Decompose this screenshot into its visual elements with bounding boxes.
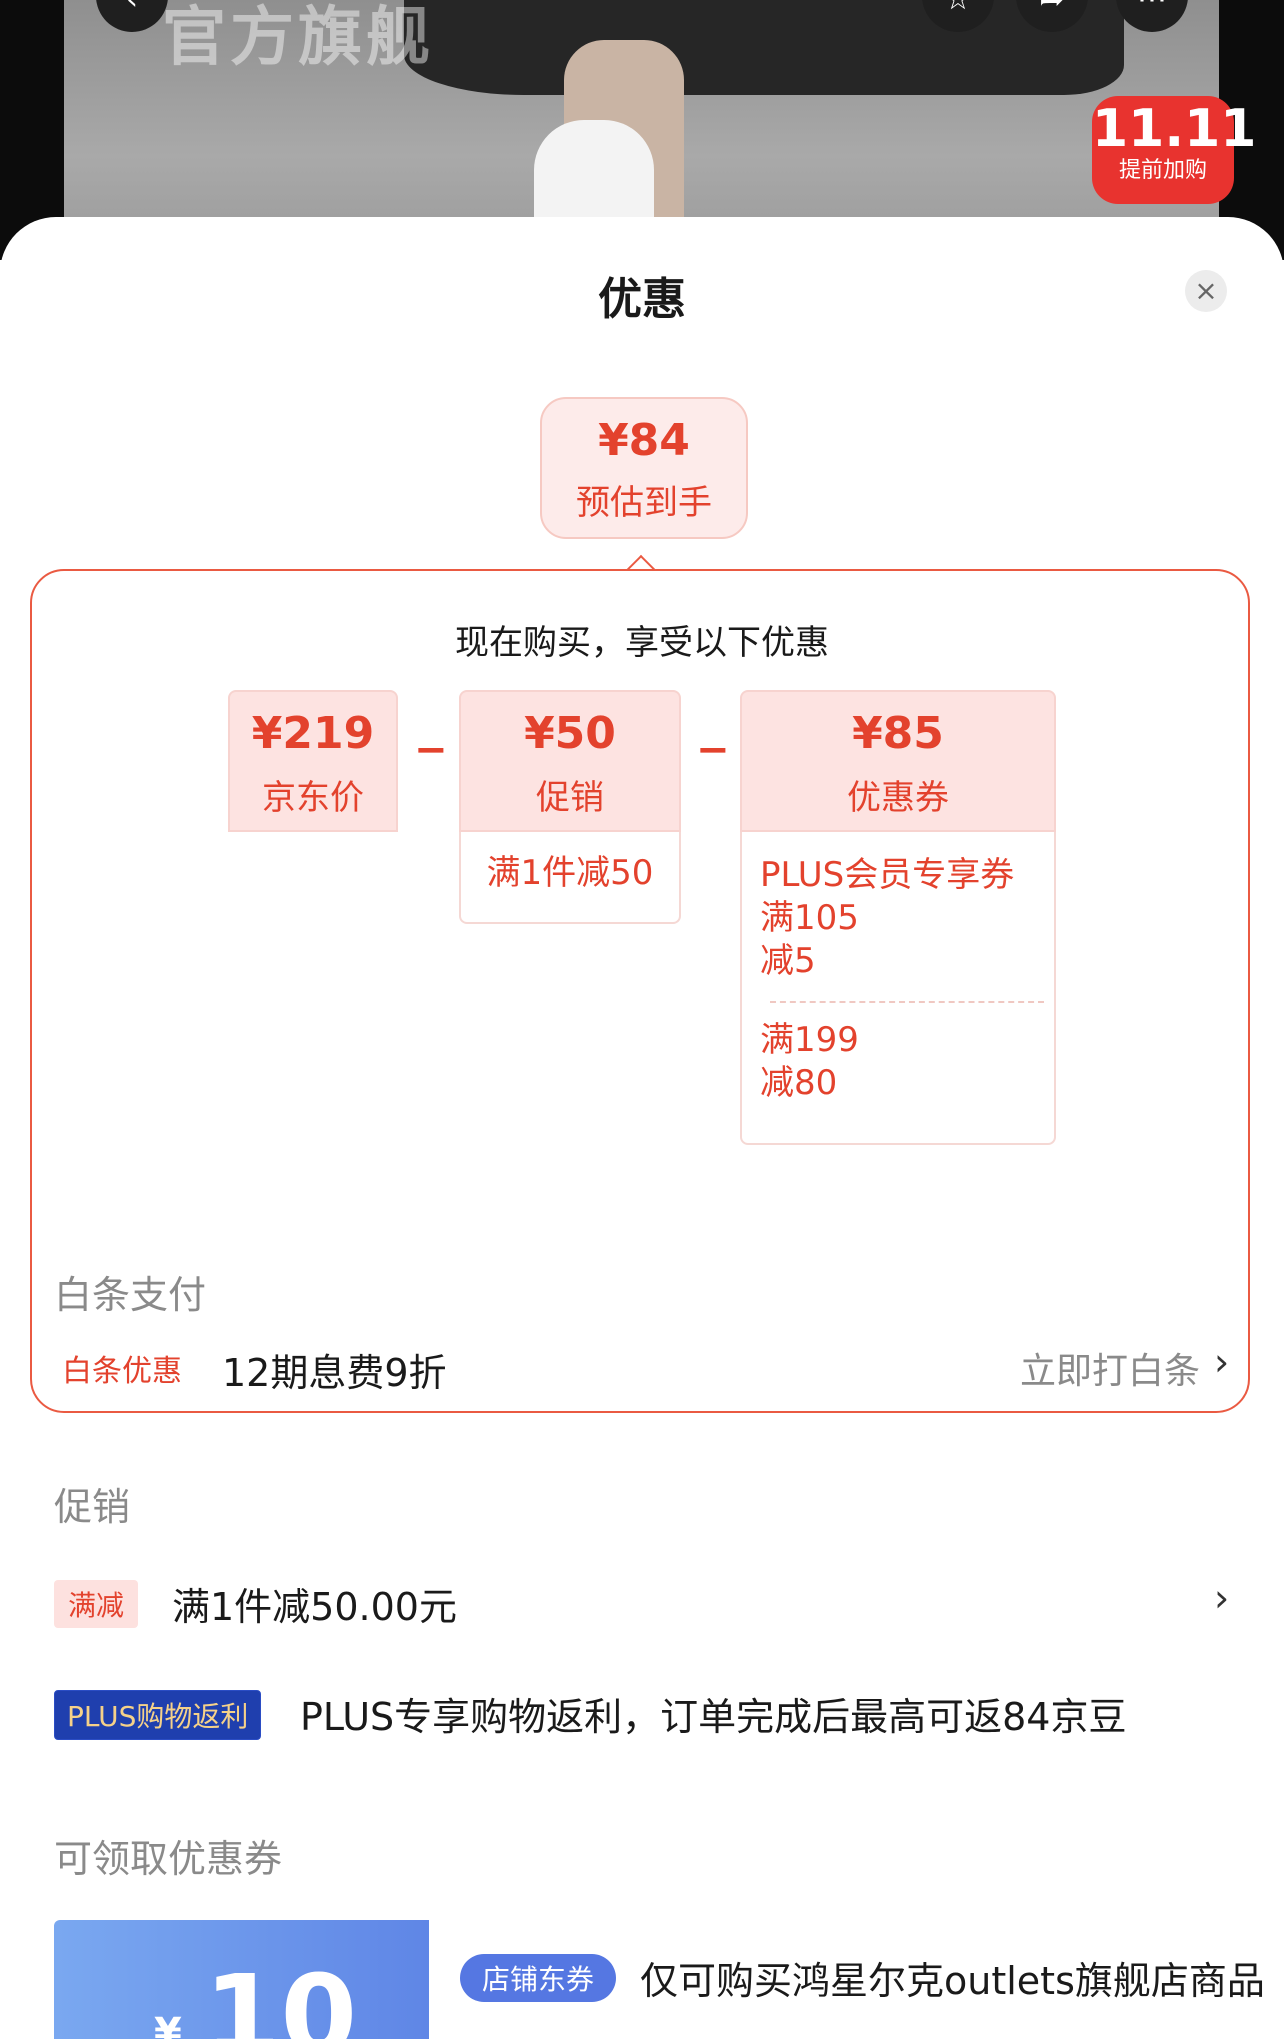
coupon-value: 10	[204, 1951, 358, 2039]
promo-badge-title: 11.11	[1092, 99, 1257, 159]
breakdown-heading: 现在购买，享受以下优惠	[455, 623, 829, 663]
promotion-detail-line: 满1件减50	[486, 853, 654, 893]
coupons-section-title: 可领取优惠券	[54, 1837, 283, 1881]
baitiao-link[interactable]: 立即打白条	[1020, 1351, 1201, 1392]
coupon-detail-line: 减5	[760, 941, 816, 981]
photo-skirt	[404, 0, 1124, 95]
plus-rebate-tag: PLUS购物返利	[54, 1690, 262, 1740]
promo-1111-badge: 11.11 提前加购	[1092, 96, 1257, 204]
chevron-right-icon[interactable]: ›	[1214, 1340, 1230, 1384]
baitiao-section-title: 白条支付	[54, 1273, 207, 1317]
coupon-label: 优惠券	[847, 778, 949, 818]
promotion-amount: ¥50	[524, 708, 616, 759]
coupon-card[interactable]: ¥ 10	[54, 1920, 429, 2039]
promotion-detail: 满1件减50	[459, 832, 681, 924]
full-reduction-tag: 满减	[54, 1580, 139, 1628]
promo-badge-subtitle: 提前加购	[1118, 158, 1207, 183]
estimated-price: ¥84	[598, 415, 690, 466]
coupon-detail-line: 满199	[760, 1020, 859, 1060]
chevron-right-icon[interactable]: ›	[1214, 1576, 1230, 1620]
promotion-label: 促销	[536, 778, 604, 818]
jd-price-box: ¥219 京东价	[228, 690, 398, 832]
brand-watermark: 官方旗舰	[162, 1, 434, 75]
discount-sheet: 优惠 × ¥84 预估到手 现在购买，享受以下优惠 ¥219 京东价 − ¥50…	[0, 217, 1284, 2039]
jd-price-amount: ¥219	[251, 708, 375, 759]
minus-sign: −	[696, 727, 730, 773]
coupon-detail-divider	[770, 1001, 1044, 1003]
close-icon[interactable]: ×	[1185, 270, 1227, 312]
minus-sign: −	[414, 727, 448, 773]
promotion-section-title: 促销	[54, 1485, 131, 1529]
coupon-detail-line: 减80	[760, 1063, 838, 1103]
sheet-title: 优惠	[598, 274, 686, 325]
coupon-detail: PLUS会员专享券 满105 减5 满199 减80	[740, 832, 1056, 1145]
back-icon[interactable]: ‹	[96, 0, 168, 32]
baitiao-offer-text: 12期息费9折	[222, 1351, 447, 1395]
estimated-price-bubble: ¥84 预估到手	[540, 397, 748, 539]
coupon-amount: ¥85	[852, 708, 944, 759]
promotion-box: ¥50 促销	[459, 690, 681, 832]
estimated-price-label: 预估到手	[576, 483, 712, 523]
baitiao-tag: 白条优惠	[62, 1354, 182, 1389]
coupon-currency: ¥	[154, 2010, 182, 2039]
jd-price-label: 京东价	[262, 778, 364, 818]
coupon-scallop-edge	[54, 1920, 64, 2039]
coupon-description: 仅可购买鸿星尔克outlets旗舰店商品	[640, 1959, 1265, 2003]
product-image-backdrop: 官方旗舰 11.11 提前加购 ‹ ☆ ➦ ⋯	[0, 0, 1284, 260]
coupon-box: ¥85 优惠券	[740, 690, 1056, 832]
coupon-detail-line: 满105	[760, 898, 859, 938]
breakdown-frame	[30, 569, 1250, 1413]
plus-rebate-text: PLUS专享购物返利，订单完成后最高可返84京豆	[300, 1695, 1127, 1739]
full-reduction-text[interactable]: 满1件减50.00元	[172, 1585, 457, 1629]
coupon-detail-line: PLUS会员专享券	[760, 855, 1015, 895]
shop-coupon-tag: 店铺东券	[460, 1954, 617, 2002]
